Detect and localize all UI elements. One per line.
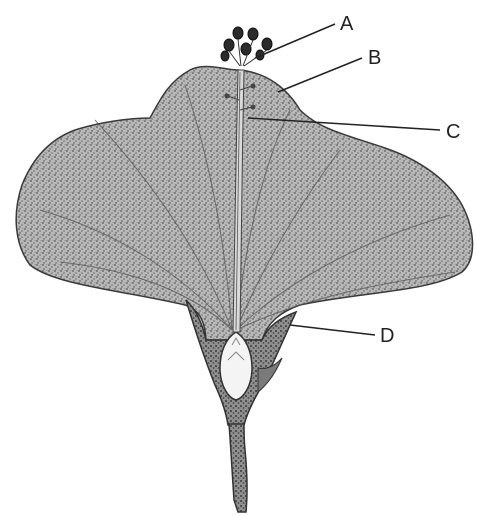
label-c: C (446, 121, 460, 143)
leader-b (278, 58, 362, 92)
stigmas (221, 27, 272, 66)
pedicel (229, 424, 247, 512)
label-d: D (380, 325, 394, 347)
corolla (16, 66, 472, 340)
label-a: A (340, 13, 354, 35)
label-b: B (368, 47, 381, 69)
leader-d (290, 325, 375, 335)
